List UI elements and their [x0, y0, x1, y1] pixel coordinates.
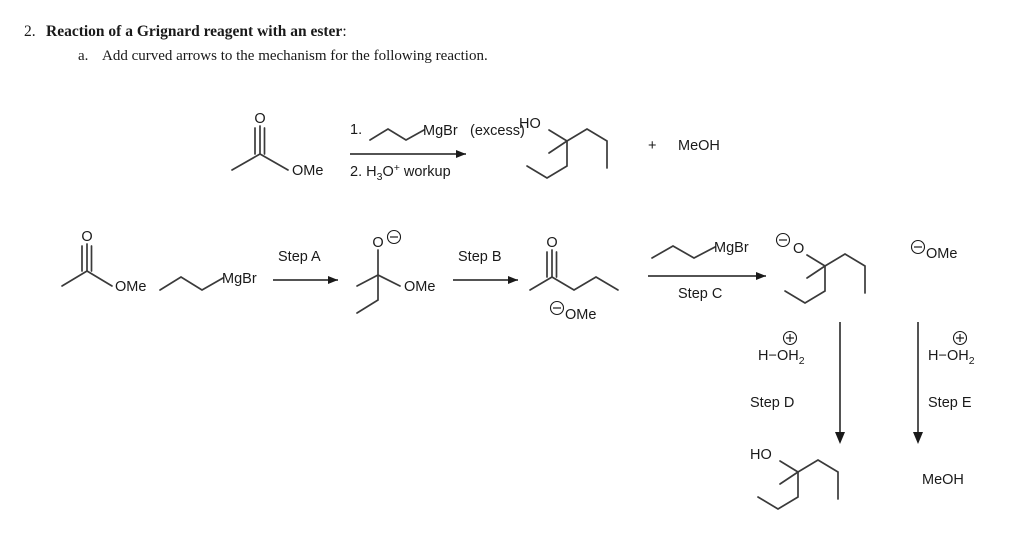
final-alcohol-ho-label: HO	[750, 447, 772, 463]
final-alcohol-structure	[757, 459, 839, 510]
ester-reactant-structure	[231, 125, 289, 171]
product-alcohol-structure	[526, 128, 608, 179]
final-methanol-label: MeOH	[922, 472, 964, 488]
reaction-arrow	[350, 150, 466, 158]
acid-left-formula: H−OH2	[758, 348, 805, 367]
question-title-suffix: :	[342, 23, 347, 40]
step-e-label: Step E	[928, 395, 972, 411]
condition-h3o-prefix: 2. H	[350, 164, 377, 180]
step-c-arrow	[648, 272, 766, 280]
condition-workup-word: workup	[403, 164, 451, 180]
mechanism-row-1: O OMe MgBr Step A O OMe Step B	[60, 228, 1020, 348]
step-c-label: Step C	[678, 286, 722, 302]
condition-h3o-sub: 3	[377, 171, 383, 183]
mechanism-branches-svg: H−OH2 Step D HO H−OH2 Step E MeOH	[750, 322, 975, 510]
condition-mgbr-label: MgBr	[423, 123, 458, 139]
step-a-arrow	[273, 276, 338, 284]
intermediate-ome-label: OMe	[404, 279, 435, 295]
acid-right-charge	[952, 330, 968, 346]
mech-grignard-2-label: MgBr	[714, 240, 749, 256]
free-methoxide-label: OMe	[926, 246, 957, 262]
question-title: Reaction of a Grignard reagent with an e…	[46, 22, 347, 43]
intermediate-o-label: O	[372, 235, 383, 251]
question-main-line: 2. Reaction of a Grignard reagent with a…	[24, 22, 724, 43]
mech-ester-structure	[61, 243, 113, 287]
mech-grignard-1-label: MgBr	[222, 271, 257, 287]
step-e-arrow	[913, 322, 923, 444]
step-d-arrow	[835, 322, 845, 444]
condition-h3o-o: O	[382, 164, 393, 180]
overall-reaction-svg: O OMe 1. MgBr (excess) 2. H3O+ workup HO…	[231, 111, 720, 183]
sub-question-text: Add curved arrows to the mechanism for t…	[102, 47, 488, 64]
free-methoxide-charge	[910, 239, 926, 255]
plus-sign-top: +	[648, 138, 656, 154]
methoxide-leaving-group-label: OMe	[565, 307, 596, 323]
step-d-label: Step D	[750, 395, 794, 411]
intermediate-negative-charge	[386, 229, 402, 245]
mech-ester-ome-label: OMe	[115, 279, 146, 295]
tertiary-alkoxide-o-label: O	[793, 241, 804, 257]
mechanism-branches: H−OH2 Step D HO H−OH2 Step E MeOH	[740, 322, 1034, 546]
sub-question-number: a.	[78, 47, 89, 64]
condition-step-1-number: 1.	[350, 122, 362, 138]
tetrahedral-intermediate-structure	[356, 249, 401, 314]
mech-grignard-1-structure	[159, 276, 224, 291]
tertiary-alkoxide-negative-charge	[775, 232, 791, 248]
ketone-structure	[529, 249, 619, 291]
acid-right-formula: H−OH2	[928, 348, 975, 367]
byproduct-methanol-top: MeOH	[678, 138, 720, 154]
mech-grignard-2-structure	[651, 245, 716, 259]
question-block: 2. Reaction of a Grignard reagent with a…	[24, 22, 724, 65]
condition-h3o-sup: +	[394, 162, 400, 174]
methoxide-leaving-group-charge	[549, 300, 565, 316]
ester-o-label: O	[254, 111, 265, 127]
ketone-o-label: O	[546, 235, 557, 251]
question-title-bold: Reaction of a Grignard reagent with an e…	[46, 23, 343, 40]
question-sub-line: a. Add curved arrows to the mechanism fo…	[24, 48, 724, 65]
svg-text:2. H3O+ workup: 2. H3O+ workup	[350, 162, 451, 183]
product-ho-label: HO	[519, 116, 541, 132]
mech-ester-o-label: O	[81, 229, 92, 245]
step-a-label: Step A	[278, 249, 321, 265]
question-number: 2.	[24, 23, 36, 40]
step-b-label: Step B	[458, 249, 502, 265]
acid-left-charge	[782, 330, 798, 346]
condition-excess-note: (excess)	[470, 123, 525, 139]
step-b-arrow	[453, 276, 518, 284]
condition-step-2-group: 2. H3O+ workup	[350, 162, 451, 183]
tertiary-alkoxide-structure	[784, 253, 866, 304]
condition-propyl-chain-icon	[369, 128, 425, 141]
mechanism-row-1-svg: O OMe MgBr Step A O OMe Step B	[61, 229, 957, 323]
overall-reaction-scheme: O OMe 1. MgBr (excess) 2. H3O+ workup HO…	[222, 108, 782, 198]
ester-ome-label: OMe	[292, 163, 323, 179]
